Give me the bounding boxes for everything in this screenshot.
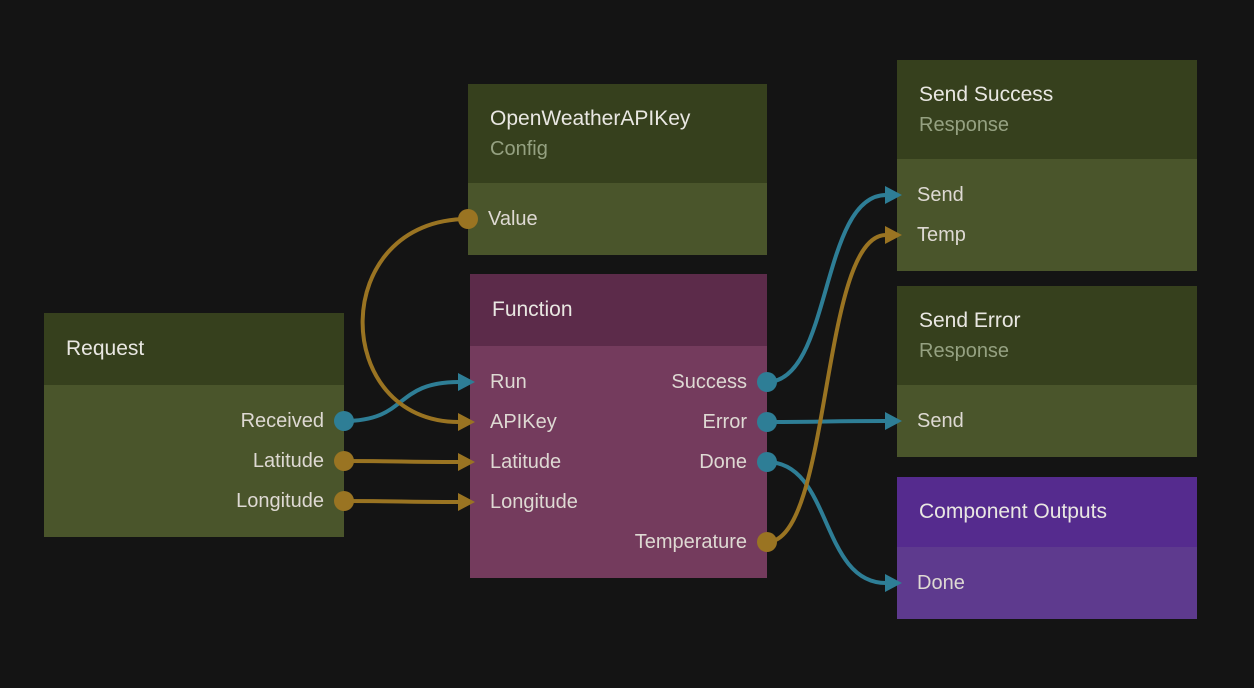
node-function-title: Function [492,298,573,321]
node-componentOutputs-body: Done [897,547,1197,619]
node-sendSuccess-subtitle: Response [919,113,1010,136]
edge-request-longitude-to-function-longitude[interactable] [343,493,475,511]
edge-request-received-to-function-run[interactable] [343,373,475,423]
port-function-latitude[interactable]: Latitude [490,451,562,473]
node-sendSuccess-title: Send Success [919,82,1054,106]
node-function-header[interactable]: Function [470,274,767,346]
port-function-success[interactable]: Success [671,371,747,393]
edge-wire[interactable] [766,460,887,585]
edge-wire[interactable] [766,233,887,544]
edge-function-done-to-componentOutputs-done[interactable] [766,460,902,592]
port-function-error[interactable]: Error [702,411,747,433]
port-function-apikey[interactable]: APIKey [490,411,557,433]
node-componentOutputs-title: Component Outputs [919,500,1107,523]
edge-openweather-value-to-function-apikey[interactable] [360,217,475,431]
edge-request-latitude-to-function-latitude[interactable] [343,453,475,471]
port-request-latitude[interactable]: Latitude [252,450,324,472]
port-sendError-send[interactable]: Send [917,410,964,432]
node-sendError-title: Send Error [919,308,1021,332]
port-request-longitude[interactable]: Longitude [236,490,324,512]
port-function-run[interactable]: Run [490,371,527,393]
port-function-temperature[interactable]: Temperature [634,531,747,553]
node-openweather-title: OpenWeatherAPIKey [490,106,691,130]
edge-function-success-to-sendSuccess-send[interactable] [766,186,902,384]
node-openweather-body: Value [468,183,767,255]
node-sendError-body: Send [897,385,1197,457]
edge-wire[interactable] [343,459,460,464]
edge-wire[interactable] [343,380,460,423]
edge-function-temperature-to-sendSuccess-temp[interactable] [766,226,902,544]
port-function-done[interactable]: Done [699,451,747,473]
node-request-title: Request [66,337,145,360]
edge-wire[interactable] [766,419,887,424]
port-request-received[interactable]: Received [240,410,324,432]
edge-function-error-to-sendError-send[interactable] [766,412,902,430]
node-request-header[interactable]: Request [44,313,344,385]
port-function-longitude[interactable]: Longitude [490,491,578,513]
edge-wire[interactable] [343,499,460,504]
port-openweather-value[interactable]: Value [488,208,538,230]
edge-wire[interactable] [766,193,887,384]
port-sendSuccess-temp[interactable]: Temp [917,224,966,246]
node-openweather-subtitle: Config [490,137,548,160]
node-sendError-subtitle: Response [919,339,1010,362]
edge-wire[interactable] [360,217,469,424]
port-sendSuccess-send[interactable]: Send [917,184,964,206]
port-componentOutputs-done[interactable]: Done [917,572,965,594]
node-componentOutputs-header[interactable]: Component Outputs [897,477,1197,547]
